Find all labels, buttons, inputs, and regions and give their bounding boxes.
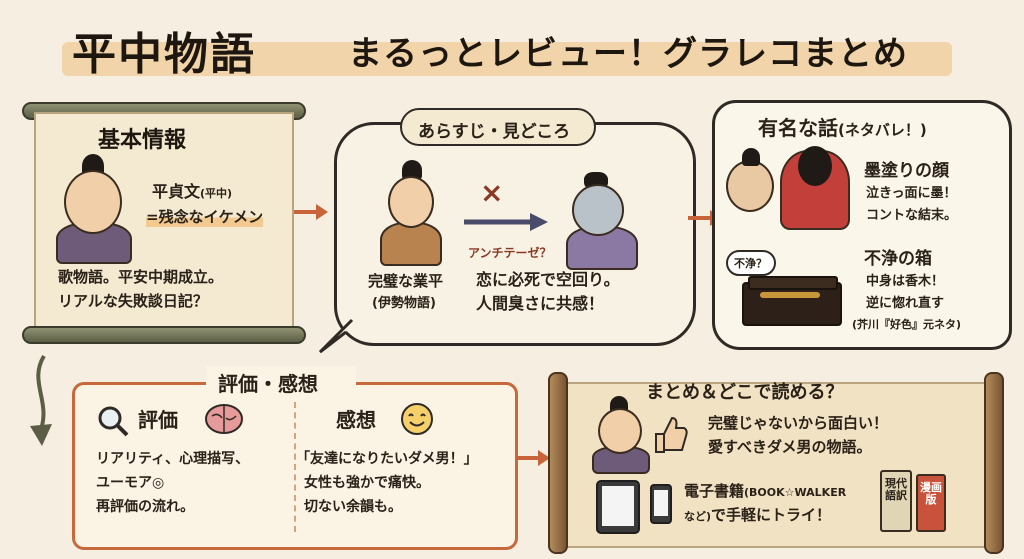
ebook-line2: など)で手軽にトライ！ xyxy=(684,506,832,524)
impression-line3: 切ない余韻も。 xyxy=(304,499,402,515)
story1-line1: 泣きっ面に墨！ xyxy=(866,186,957,201)
story2-note: (芥川『好色』元ネタ) xyxy=(852,318,962,331)
page-title: 平中物語 xyxy=(72,29,256,80)
character-desc: =残念なイケメン xyxy=(146,206,264,227)
basic-info-scroll: 基本情報 平貞文(平中) =残念なイケメン 歌物語。平安中期成立。 リアルな失敗… xyxy=(18,98,310,350)
scroll-left-rod xyxy=(548,372,568,554)
impression-title: 感想 xyxy=(336,408,376,432)
review-heading-bg xyxy=(206,366,356,398)
review-heading: 評価・感想 xyxy=(218,372,318,396)
bubble-tail-icon xyxy=(318,318,354,354)
character-name: 平貞文(平中) xyxy=(152,182,233,201)
synopsis-line2: 人間臭さに共感！ xyxy=(476,294,605,313)
impression-line1: 「友達になりたいダメ男！」 xyxy=(296,451,478,467)
magnifier-icon xyxy=(98,406,129,437)
review-divider xyxy=(294,402,296,532)
title-highlight xyxy=(62,42,952,76)
synopsis-heading-pill xyxy=(400,108,596,146)
box-bubble-text: 不浄？ xyxy=(734,257,767,270)
arrow-right-icon xyxy=(516,450,550,466)
basic-desc-line1: 歌物語。平安中期成立。 xyxy=(58,268,224,286)
basic-info-heading: 基本情報 xyxy=(98,128,187,153)
summary-line2: 愛すべきダメ男の物語。 xyxy=(708,438,872,456)
summary-heading: まとめ＆どこで読める？ xyxy=(646,382,844,403)
curved-arrow-icon xyxy=(30,354,52,446)
synopsis-line1: 恋に必死で空回り。 xyxy=(476,270,620,289)
summary-line1: 完璧じゃないから面白い！ xyxy=(708,414,889,432)
title-area: 平中物語 まるっとレビュー！グラレコまとめ xyxy=(62,12,962,82)
ebook-line1: 電子書籍(BOOK☆WALKER xyxy=(684,482,847,500)
eval-line3: 再評価の流れ。 xyxy=(96,499,195,515)
scroll-right-rod xyxy=(984,372,1004,554)
story1-line2: コントな結末。 xyxy=(866,208,958,223)
smile-icon xyxy=(401,403,433,435)
story2-line1: 中身は香木！ xyxy=(866,274,945,289)
story2-title: 不浄の箱 xyxy=(864,249,932,269)
famous-heading: 有名な話(ネタバレ！) xyxy=(758,116,927,140)
arrow-right-icon xyxy=(294,204,328,220)
scroll-bottom-rod xyxy=(22,326,306,344)
antithesis-label: アンチテーゼ？ xyxy=(468,246,552,260)
story1-title: 墨塗りの顔 xyxy=(864,161,949,181)
basic-desc-line2: リアルな失敗談日記？ xyxy=(58,292,208,310)
eval-line1: リアリティ、心理描写、 xyxy=(96,451,250,467)
comparison-arrow-icon xyxy=(464,213,548,231)
cross-icon: × xyxy=(480,176,504,209)
synopsis-heading: あらすじ・見どころ xyxy=(418,122,571,142)
speech-bubble xyxy=(726,250,776,276)
evaluation-title: 評価 xyxy=(138,408,178,432)
narihira-source: (伊勢物語) xyxy=(372,296,436,311)
thumbs-up-icon xyxy=(655,416,688,453)
brain-icon xyxy=(205,404,243,434)
impression-line2: 女性も強かで痛快。 xyxy=(304,475,430,491)
book-modern-translation: 現代語訳 xyxy=(880,470,912,532)
book-manga-edition: 漫画版 xyxy=(916,474,946,532)
story2-line2: 逆に惚れ直す xyxy=(866,296,945,311)
eval-line2: ユーモア◎ xyxy=(96,475,165,491)
narihira-label: 完璧な業平 xyxy=(368,272,444,290)
page-subtitle: まるっとレビュー！グラレコまとめ xyxy=(348,34,908,74)
